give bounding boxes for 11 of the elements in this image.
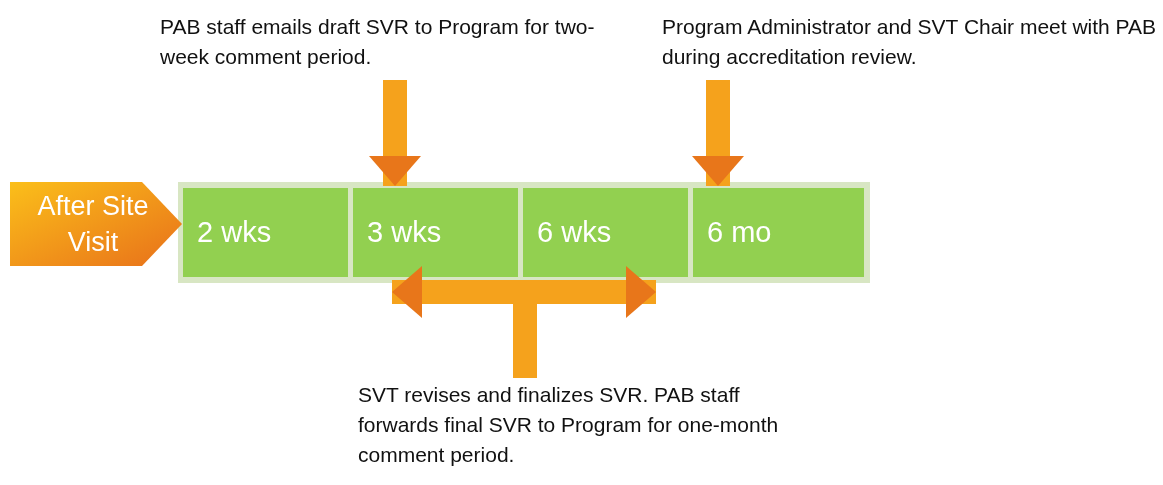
arrow [369, 80, 421, 186]
timeline-cell: 3 wks [353, 188, 518, 277]
arrow [692, 80, 744, 186]
step-note: SVT revises and finalizes SVR. PAB staff forwards final SVR to Program for one-month comment period. [358, 380, 808, 472]
timeline-cell: 6 wks [523, 188, 688, 277]
pentagon-arrow-shape [10, 182, 182, 266]
step-note: PAB staff emails draft SVR to Program for two-week comment period. [160, 12, 600, 76]
stage-label: After Site Visit [36, 190, 150, 259]
step-note: Program Administrator and SVT Chair meet with PAB during accreditation review. [662, 12, 1162, 76]
timeline-cell: 2 wks [183, 188, 348, 277]
timeline-cell: 6 mo [693, 188, 864, 277]
